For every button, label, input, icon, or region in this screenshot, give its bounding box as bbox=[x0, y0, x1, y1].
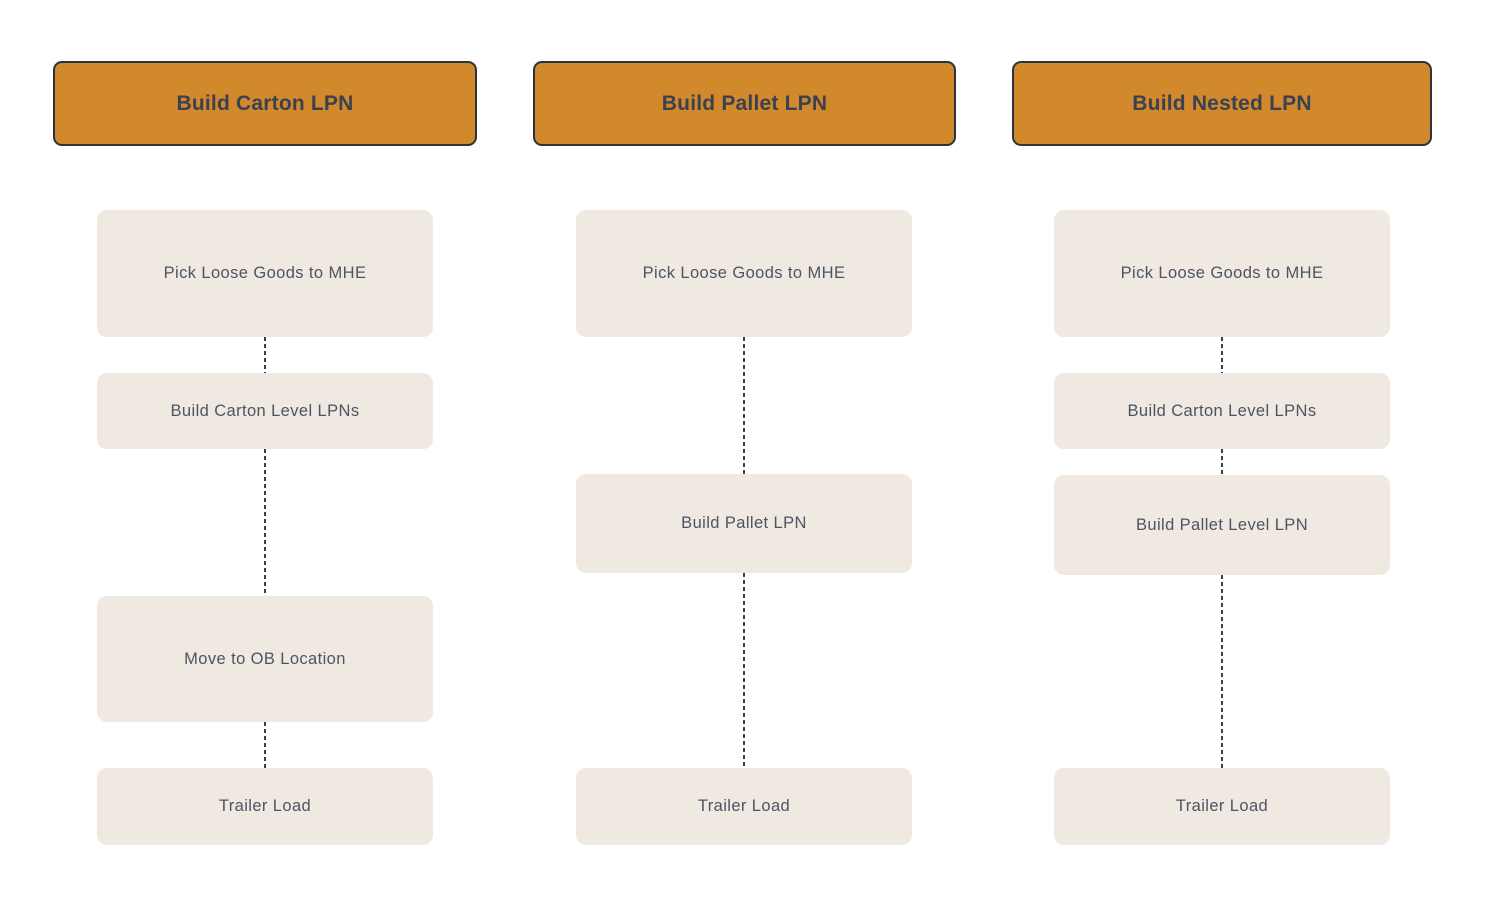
dashed-connector bbox=[1221, 449, 1223, 475]
flow-step-move-to-ob-location: Move to OB Location bbox=[97, 596, 433, 722]
flow-step-trailer-load: Trailer Load bbox=[1054, 768, 1390, 845]
dashed-connector bbox=[264, 722, 266, 768]
flow-header-build-carton-lpn: Build Carton LPN bbox=[53, 61, 477, 146]
dashed-connector bbox=[264, 449, 266, 596]
flow-step-pick-loose-goods-to-mhe: Pick Loose Goods to MHE bbox=[97, 210, 433, 337]
flow-step-trailer-load: Trailer Load bbox=[97, 768, 433, 845]
flow-step-build-carton-level-lpns: Build Carton Level LPNs bbox=[97, 373, 433, 449]
dashed-connector bbox=[1221, 575, 1223, 768]
flow-step-build-pallet-level-lpn: Build Pallet Level LPN bbox=[1054, 475, 1390, 575]
flow-step-trailer-load: Trailer Load bbox=[576, 768, 912, 845]
dashed-connector bbox=[264, 337, 266, 373]
flow-step-build-pallet-lpn: Build Pallet LPN bbox=[576, 474, 912, 573]
flow-step-pick-loose-goods-to-mhe: Pick Loose Goods to MHE bbox=[576, 210, 912, 337]
dashed-connector bbox=[743, 573, 745, 768]
flow-step-build-carton-level-lpns: Build Carton Level LPNs bbox=[1054, 373, 1390, 449]
flow-header-build-nested-lpn: Build Nested LPN bbox=[1012, 61, 1432, 146]
dashed-connector bbox=[743, 337, 745, 474]
flow-header-build-pallet-lpn: Build Pallet LPN bbox=[533, 61, 956, 146]
flow-step-pick-loose-goods-to-mhe: Pick Loose Goods to MHE bbox=[1054, 210, 1390, 337]
dashed-connector bbox=[1221, 337, 1223, 373]
